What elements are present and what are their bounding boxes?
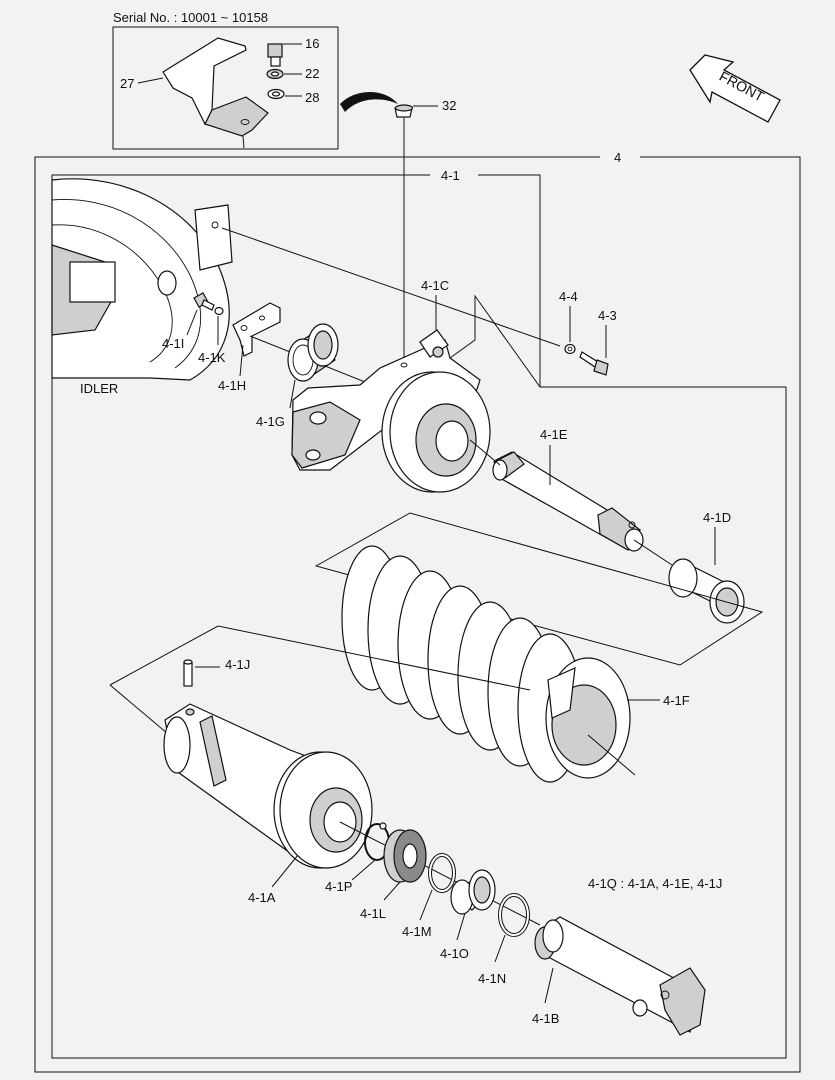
frame-4 xyxy=(34,156,801,1073)
piston-4-1A: 4-1A xyxy=(163,703,373,905)
kit-note: 4-1Q : 4-1A, 4-1E, 4-1J xyxy=(588,876,722,891)
bushing-4-1O: 4-1O xyxy=(440,869,496,961)
callout-4: 4 xyxy=(614,150,621,165)
callout-4-1G: 4-1G xyxy=(256,414,285,429)
idler-wheel: IDLER xyxy=(51,178,233,396)
callout-4-4: 4-4 xyxy=(559,289,578,304)
bracket-4-1H: 4-1H xyxy=(218,302,281,393)
spring-frame xyxy=(314,512,764,666)
washer-4-4: 4-4 xyxy=(559,289,578,355)
callout-28: 28 xyxy=(305,90,319,105)
inset-panel: Serial No. : 10001 ~ 10158 16 22 28 27 xyxy=(112,10,339,150)
callout-4-1I: 4-1I xyxy=(162,336,184,351)
inset-arrow xyxy=(340,92,398,112)
callout-4-1H: 4-1H xyxy=(218,378,246,393)
bracket-27-foot xyxy=(204,96,269,137)
callout-22: 22 xyxy=(305,66,319,81)
callout-4-1E: 4-1E xyxy=(540,427,568,442)
callout-4-1B: 4-1B xyxy=(532,1011,559,1026)
ring-4-1M: 4-1M xyxy=(402,853,456,939)
callout-4-1F: 4-1F xyxy=(663,693,690,708)
rod-4-1E: 4-1E xyxy=(492,427,644,552)
yoke-4-1C: 4-1C xyxy=(291,278,491,493)
callout-4-1D: 4-1D xyxy=(703,510,731,525)
bracket-27 xyxy=(162,37,247,126)
callout-4-1C: 4-1C xyxy=(421,278,449,293)
ring-4-1N: 4-1N xyxy=(478,893,530,986)
callout-4-1L: 4-1L xyxy=(360,906,386,921)
callout-16: 16 xyxy=(305,36,319,51)
bolt-4-1I: 4-1I xyxy=(162,292,215,351)
front-arrow: FRONT xyxy=(689,54,781,123)
pin-4-1J: 4-1J xyxy=(183,657,250,687)
callout-4-1O: 4-1O xyxy=(440,946,469,961)
bearing-4-1G: 4-1G xyxy=(256,323,339,429)
lower-frame xyxy=(109,625,531,691)
washer-4-1K: 4-1K xyxy=(198,306,226,365)
spring-4-1F: 4-1F xyxy=(341,545,690,783)
idler-label: IDLER xyxy=(80,381,118,396)
callout-4-1K: 4-1K xyxy=(198,350,226,365)
callout-4-1N: 4-1N xyxy=(478,971,506,986)
serial-note: Serial No. : 10001 ~ 10158 xyxy=(113,10,268,25)
callout-27: 27 xyxy=(120,76,134,91)
bolt-16 xyxy=(267,43,283,58)
bushing-4-1D: 4-1D xyxy=(668,510,745,624)
callout-4-1J: 4-1J xyxy=(225,657,250,672)
callout-4-1P: 4-1P xyxy=(325,879,352,894)
bolt-4-3: 4-3 xyxy=(579,308,617,376)
bolt-32: 32 xyxy=(394,98,456,360)
idler-block xyxy=(194,204,233,271)
callout-4-1A: 4-1A xyxy=(248,890,276,905)
callout-4-1M: 4-1M xyxy=(402,924,432,939)
seal-4-1L: 4-1L xyxy=(360,829,427,921)
callout-32: 32 xyxy=(442,98,456,113)
callout-4-1: 4-1 xyxy=(441,168,460,183)
callout-4-3: 4-3 xyxy=(598,308,617,323)
rod-end-4-1B: 4-1B xyxy=(532,916,706,1036)
